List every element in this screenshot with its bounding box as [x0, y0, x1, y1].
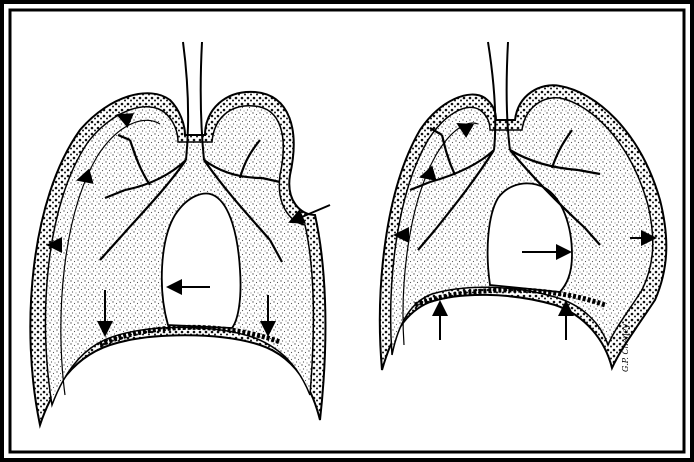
artist-signature: G.P. Cheney — [621, 324, 630, 372]
right-lung-diagram: G.P. Cheney — [380, 42, 666, 372]
left-lung-diagram — [30, 42, 330, 425]
